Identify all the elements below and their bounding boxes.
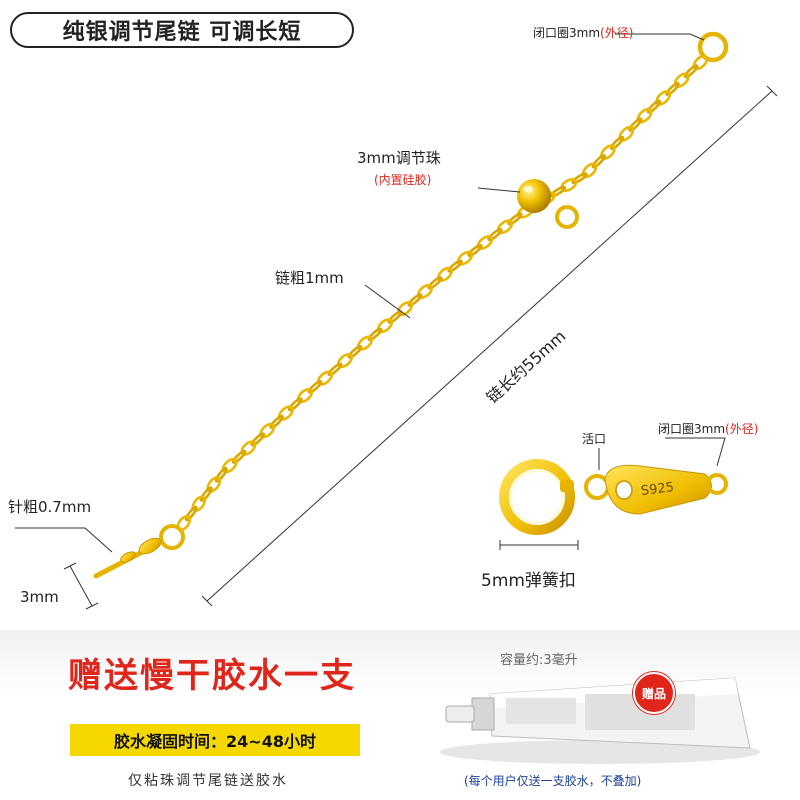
glue-capacity: 容量约:3毫升 [500,653,578,668]
gift-limit-note: (每个用户仅送一支胶水，不叠加) [464,774,642,788]
chain-link [184,505,198,522]
chain-link [476,235,494,250]
gift-note: 仅粘珠调节尾链送胶水 [128,773,288,789]
chain-link [456,250,474,266]
bead-note: (内置硅胶) [374,173,432,187]
chain-link [307,380,323,394]
chain-link [367,327,383,342]
chain-link [356,335,374,351]
s925-tag [604,464,712,515]
spring-clasp [499,459,575,535]
chain-link [206,476,222,493]
chain-link [259,422,276,439]
chain-link [571,172,588,185]
chain-link [347,345,363,359]
chain-link [396,301,414,317]
chain-link [655,90,672,106]
needle-height-label: 3mm [20,588,59,606]
bottom-ring [159,524,185,550]
open-ring-label: 活口 [582,432,607,446]
clasp-ring-label: 闭口圈3mm(外径) [658,420,758,437]
chain-link [467,243,483,257]
chain-link [487,228,503,242]
chain-link [447,259,463,273]
chain-link [507,212,523,226]
length-guide-line [201,85,778,607]
chain-link [250,432,266,447]
chain-link [316,370,334,386]
top-ring-size: 闭口圈3mm [533,26,601,40]
chain-link [549,185,567,198]
chain-link [407,293,423,307]
leader-lines [15,33,726,553]
cure-time-bar: 胶水凝固时间：24~48小时 [70,724,360,756]
page-title: 纯银调节尾链 可调长短 [10,12,354,48]
chain-link [560,178,578,192]
chain-link [214,467,228,483]
chain-link [376,318,394,334]
clasp-size-label: 5mm弹簧扣 [481,571,576,591]
clasp-ring-size: 闭口圈3mm [658,422,726,436]
chain-link [609,135,625,151]
chain-link [591,154,606,169]
glue-tube [440,677,760,764]
chain [176,54,709,532]
chain-link [436,266,454,282]
chain-link [416,283,434,299]
chain-link [618,126,635,142]
chain-link [673,72,690,88]
chain-link [221,457,238,474]
chain-link [636,107,653,124]
clasp-ring-note: (外径) [725,422,759,436]
chain-link [646,99,662,114]
chain-link [277,405,294,421]
top-ring-note: (外径) [600,26,634,40]
chain-link [600,144,616,160]
chain-link [287,397,303,412]
top-ring-label: 闭口圈3mm(外径) [533,24,633,41]
adjusting-bead [517,179,579,229]
needle-pin [93,537,162,579]
chain-link [628,117,643,132]
chain-link [269,414,284,429]
product-illustration [15,31,778,610]
chain-link [496,219,514,235]
chain-link [191,495,207,512]
chain-link [665,81,680,97]
chain-thickness-label: 链粗1mm [275,269,344,287]
gift-badge: 赠品 [633,672,675,714]
gift-title: 赠送慢干胶水一支 [68,656,356,696]
chain-link [336,353,354,369]
needle-thickness-label: 针粗0.7mm [8,498,92,516]
chain-link [231,449,247,464]
height-marker [63,562,99,610]
chain-link [387,310,403,324]
chain-link [683,64,699,79]
chain-link [327,362,343,377]
chain-link [427,276,443,290]
top-closed-ring [697,31,729,63]
clasp-width-marker [499,540,579,550]
bead-label: 3mm调节珠 [357,149,441,167]
clasp-closed-ring [706,473,728,495]
chain-link [296,388,314,404]
chain-link [240,440,257,456]
chain-link [199,486,213,502]
